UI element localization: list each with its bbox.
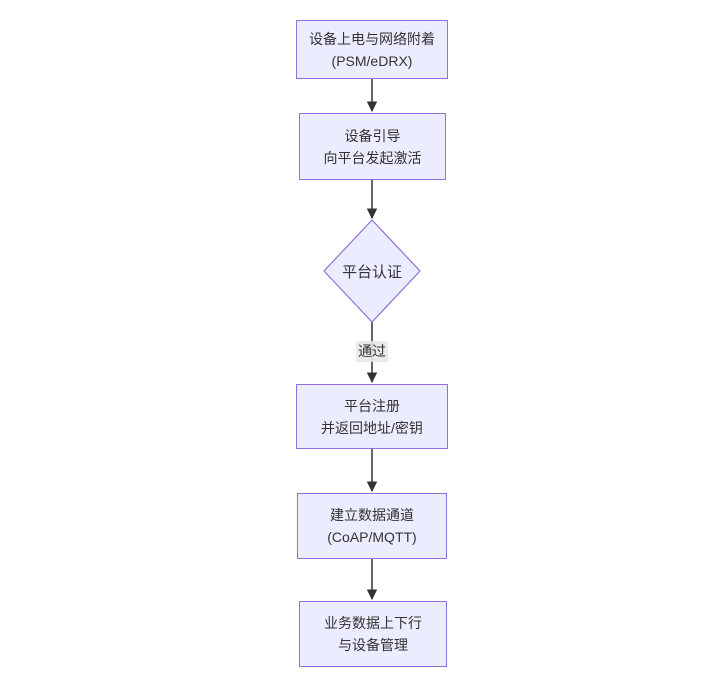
edge-label-pass: 通过 [356, 341, 388, 362]
node-power-attach-label: 设备上电与网络附着 (PSM/eDRX) [309, 30, 435, 69]
node-business-label: 业务数据上下行 与设备管理 [324, 615, 422, 653]
node-register-label: 平台注册 并返回地址/密钥 [321, 397, 423, 436]
node-register: 平台注册 并返回地址/密钥 [296, 384, 448, 449]
node-business: 业务数据上下行 与设备管理 [299, 601, 447, 667]
node-bootstrap: 设备引导 向平台发起激活 [299, 113, 446, 180]
node-auth-label: 平台认证 [341, 263, 402, 281]
decision-diamond-shape [323, 219, 421, 323]
node-channel: 建立数据通道 (CoAP/MQTT) [297, 493, 447, 559]
node-channel-label: 建立数据通道 (CoAP/MQTT) [327, 507, 417, 545]
node-auth: 平台认证 [324, 220, 420, 322]
node-power-attach: 设备上电与网络附着 (PSM/eDRX) [296, 20, 448, 79]
node-bootstrap-label: 设备引导 向平台发起激活 [323, 127, 422, 166]
